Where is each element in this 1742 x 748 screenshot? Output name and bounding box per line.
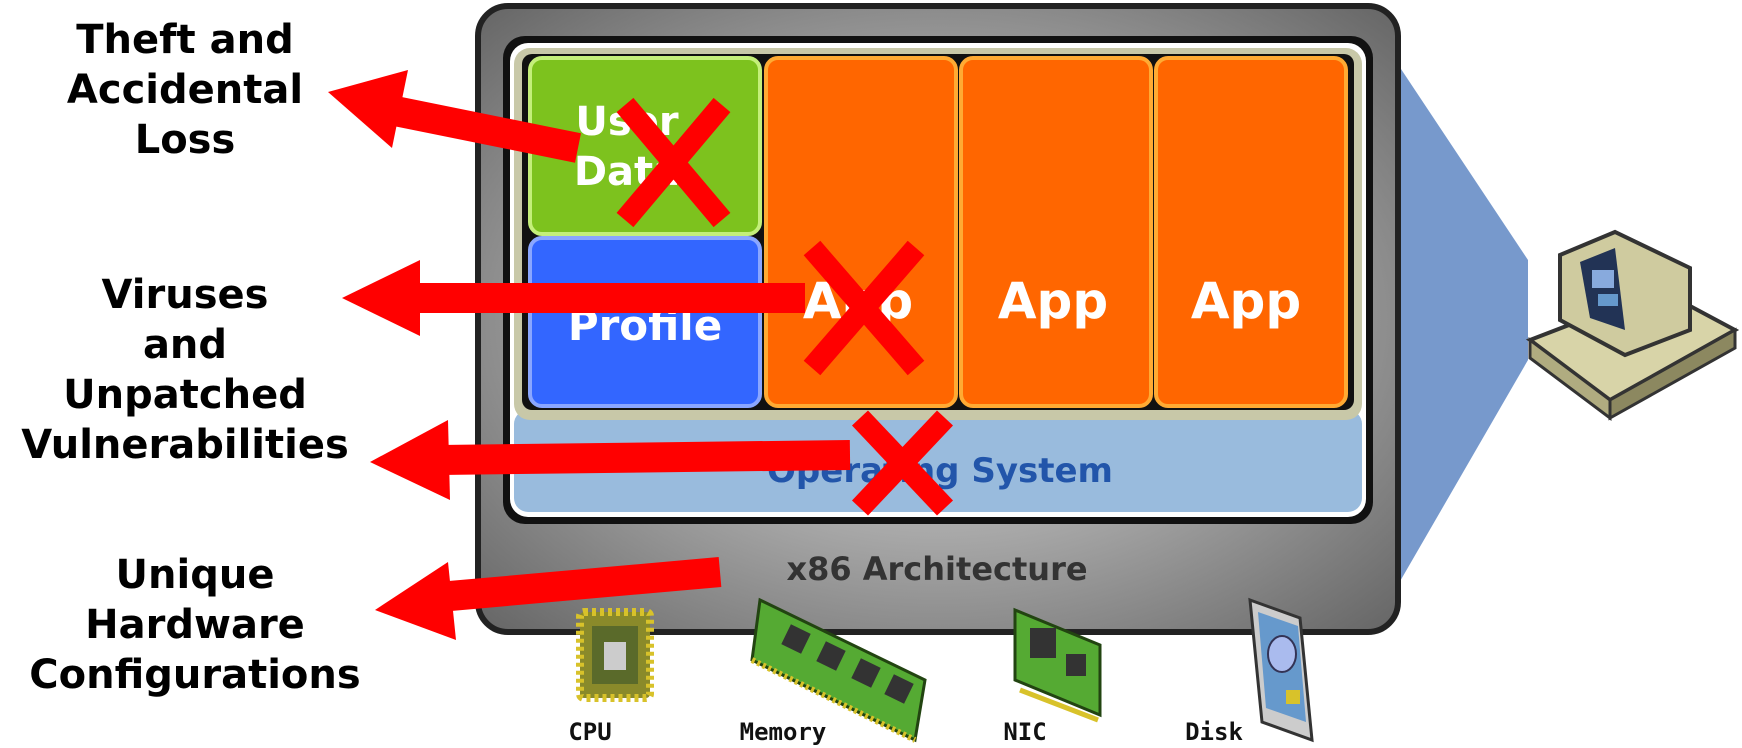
x-mark-icon (803, 240, 925, 376)
risk-viruses-label: Viruses and Unpatched Vulnerabilities (21, 272, 349, 468)
arrow-vulnerabilities (370, 420, 851, 500)
x-mark-icon (616, 97, 731, 228)
network-card-icon (1013, 607, 1102, 723)
hw-label-nic: NIC (1003, 718, 1046, 746)
app-label-3: App (1191, 272, 1301, 330)
desktop-computer-icon (1525, 229, 1740, 421)
os-band (514, 410, 1362, 512)
arrow-viruses (342, 260, 805, 336)
app-tile-1 (764, 56, 958, 408)
memory-module-icon (750, 597, 927, 743)
arrow-theft (328, 70, 581, 163)
cpu-chip-icon (576, 608, 654, 702)
x-mark-icon (852, 410, 953, 516)
app-tile-2 (959, 56, 1153, 408)
hw-label-disk: Disk (1185, 718, 1243, 746)
projection-wedge (1395, 60, 1528, 590)
app-label-2: App (998, 272, 1108, 330)
profile-tile (528, 236, 762, 408)
hw-label-memory: Memory (740, 718, 827, 746)
arrow-hardware (375, 557, 722, 640)
risk-theft-label: Theft and Accidental Loss (66, 17, 304, 163)
risk-hardware-label: Unique Hardware Configurations (29, 552, 361, 698)
app-tile-3 (1154, 56, 1348, 408)
hw-label-cpu: CPU (568, 718, 611, 746)
hard-disk-icon (1248, 597, 1314, 743)
arch-label: x86 Architecture (786, 550, 1087, 588)
